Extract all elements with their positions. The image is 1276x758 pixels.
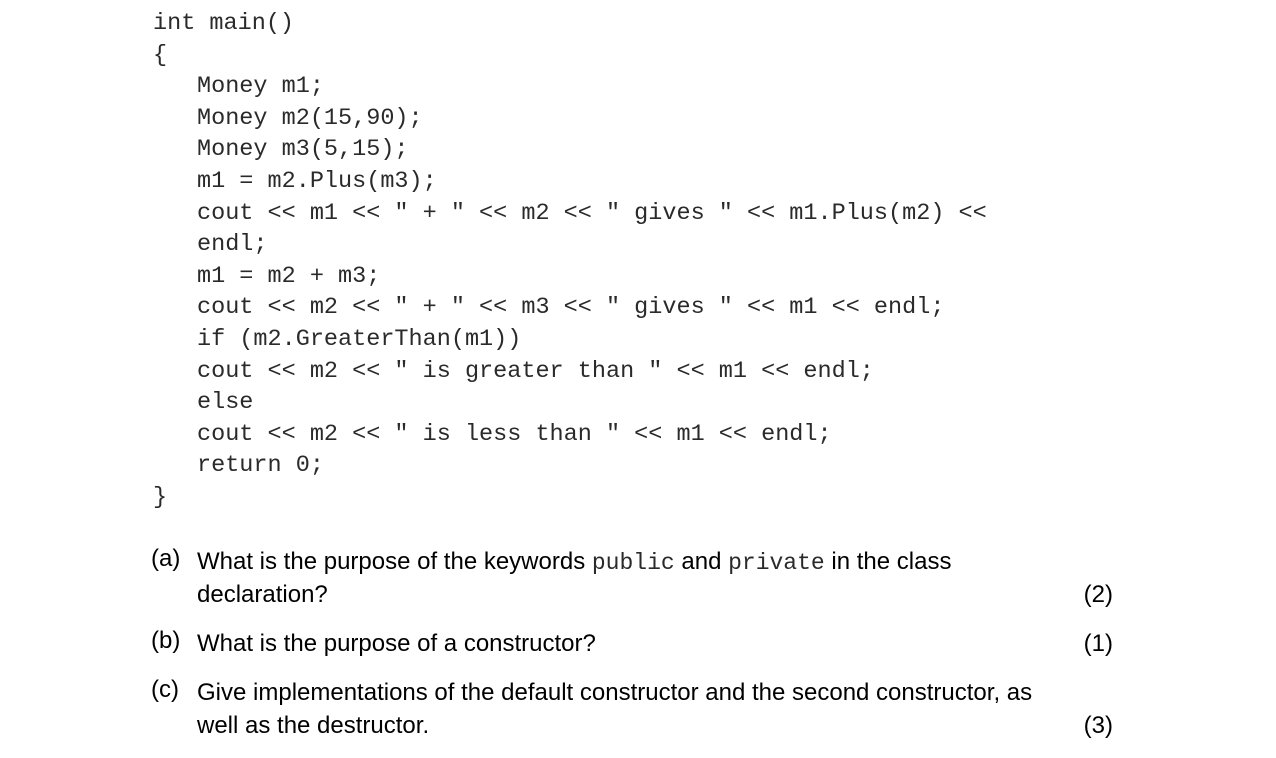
question-text: in the class bbox=[824, 548, 952, 575]
keyword-public: public bbox=[591, 550, 675, 576]
code-line: if (m2.GreaterThan(m1)) bbox=[197, 325, 522, 353]
question-label: (b) bbox=[151, 627, 181, 654]
code-line: cout << m2 << " is less than " << m1 << … bbox=[197, 420, 832, 448]
code-block: int main() { Money m1; Money m2(15,90); … bbox=[153, 8, 987, 514]
code-line: Money m2(15,90); bbox=[197, 104, 423, 132]
code-line: endl; bbox=[197, 231, 268, 259]
code-line: cout << m1 << " + " << m2 << " gives " <… bbox=[197, 199, 987, 227]
code-line: int main() bbox=[153, 10, 295, 37]
question-text-line: What is the purpose of the keywords publ… bbox=[197, 545, 1113, 578]
question-b: (b) What is the purpose of a constructor… bbox=[151, 627, 1113, 660]
code-line: return 0; bbox=[197, 452, 324, 480]
question-text-line: What is the purpose of a constructor? bbox=[197, 630, 596, 657]
question-text-line: Give implementations of the default cons… bbox=[197, 679, 1033, 706]
code-line: Money m3(5,15); bbox=[197, 136, 409, 164]
question-list: (a) What is the purpose of the keywords … bbox=[151, 545, 1113, 758]
keyword-private: private bbox=[728, 550, 825, 576]
question-a: (a) What is the purpose of the keywords … bbox=[151, 545, 1113, 611]
code-line: m1 = m2 + m3; bbox=[197, 262, 381, 290]
question-label: (c) bbox=[151, 676, 179, 703]
question-text: What is the purpose of the keywords bbox=[197, 548, 592, 575]
code-line: } bbox=[153, 483, 168, 511]
code-line: { bbox=[153, 41, 168, 69]
question-marks: (3) bbox=[1083, 712, 1113, 739]
question-label: (a) bbox=[151, 545, 181, 572]
code-line: cout << m2 << " is greater than " << m1 … bbox=[197, 357, 874, 385]
code-line: else bbox=[197, 389, 254, 417]
code-line: Money m1; bbox=[197, 73, 324, 101]
question-text-line: well as the destructor. bbox=[197, 712, 430, 739]
question-c: (c) Give implementations of the default … bbox=[151, 676, 1113, 742]
question-text: and bbox=[674, 548, 729, 575]
question-marks: (1) bbox=[1083, 630, 1113, 657]
question-marks: (2) bbox=[1083, 581, 1113, 608]
code-line: cout << m2 << " + " << m3 << " gives " <… bbox=[197, 294, 945, 322]
question-text-line: declaration? bbox=[197, 581, 328, 608]
code-line: m1 = m2.Plus(m3); bbox=[197, 167, 437, 195]
